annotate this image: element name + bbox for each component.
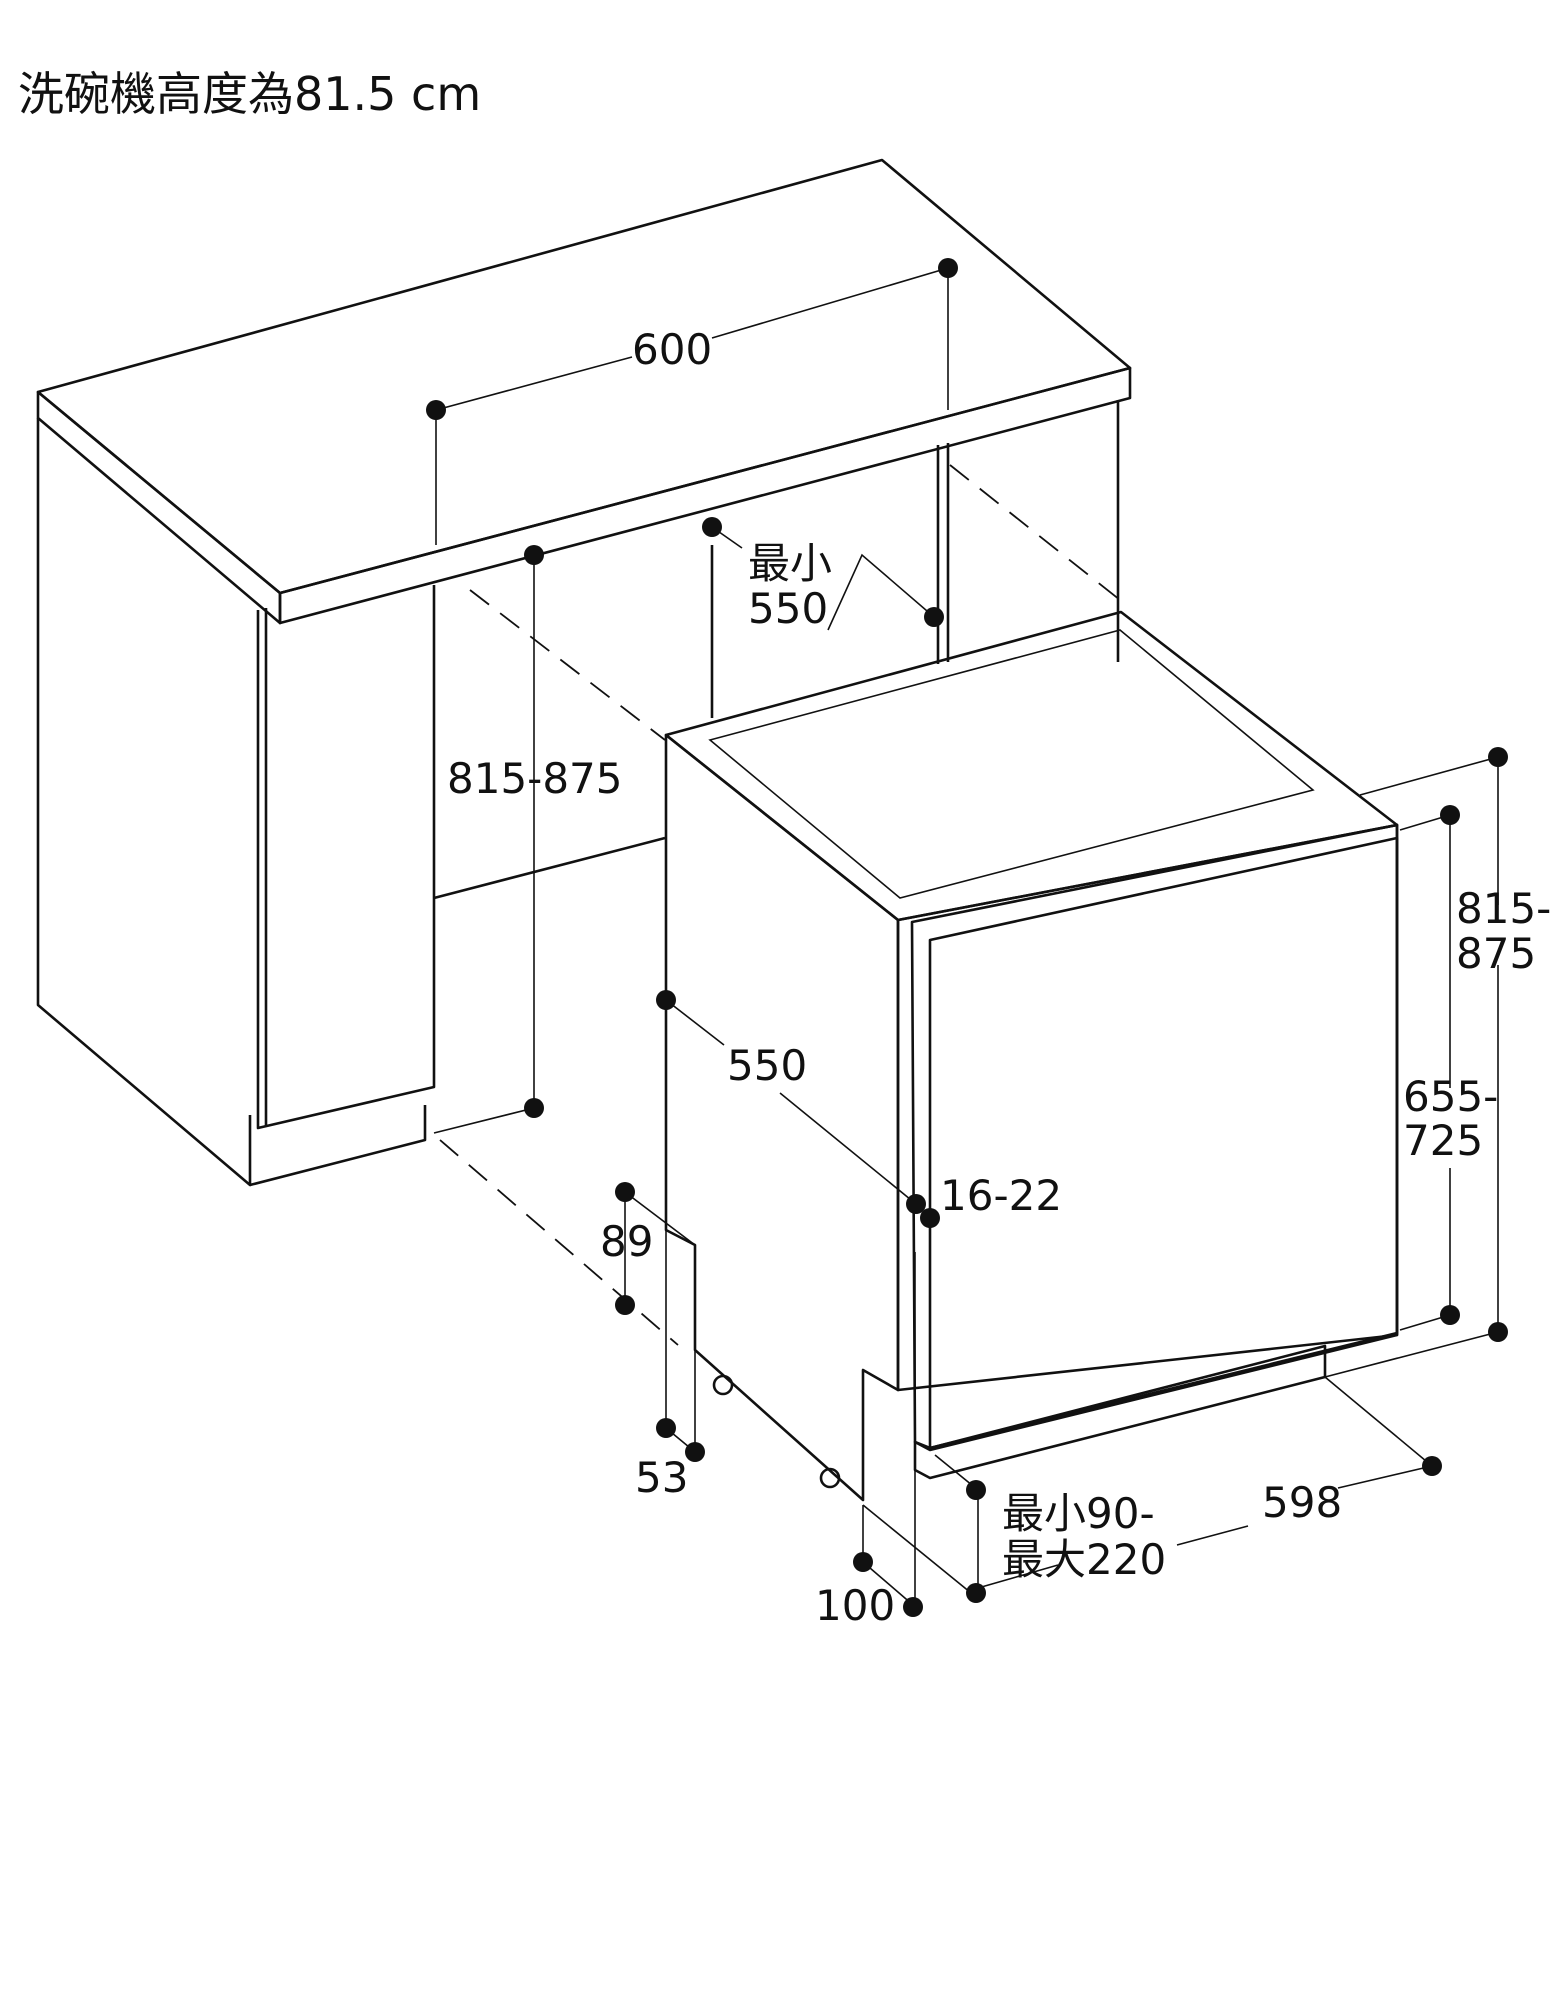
label-door-height-1: 655- (1403, 1072, 1498, 1121)
counter-cabinet (36, 158, 1132, 1346)
dim-dot (966, 1480, 986, 1500)
dim-dot (1422, 1456, 1442, 1476)
label-niche-height: 815-875 (447, 754, 623, 803)
dim-dot (656, 1418, 676, 1438)
label-plinth-max: 最大220 (1002, 1535, 1166, 1584)
dim-dot (702, 517, 722, 537)
dimension-dots (426, 258, 1508, 1617)
dim-dot (920, 1208, 940, 1228)
dim-dot (938, 258, 958, 278)
label-toe-depth: 53 (635, 1453, 688, 1502)
page-title: 洗碗機高度為81.5 cm (18, 67, 482, 121)
label-appliance-depth: 550 (727, 1041, 807, 1090)
label-counter-width: 600 (632, 325, 712, 374)
dim-dot (1488, 1322, 1508, 1342)
dishwasher (664, 610, 1399, 1502)
dim-dot (1488, 747, 1508, 767)
label-door-height-2: 725 (1403, 1116, 1483, 1165)
label-plinth-min: 最小90- (1002, 1489, 1155, 1538)
dim-dot (903, 1597, 923, 1617)
dim-dot (906, 1194, 926, 1214)
label-foot-offset: 100 (815, 1581, 895, 1630)
label-door-gap: 16-22 (940, 1171, 1062, 1220)
dim-dot (1440, 805, 1460, 825)
dim-dot (615, 1182, 635, 1202)
label-niche-depth: 550 (748, 584, 828, 633)
dim-dot (924, 607, 944, 627)
dim-dot (966, 1583, 986, 1603)
label-appliance-width: 598 (1262, 1478, 1342, 1527)
dimension-lines (433, 267, 1499, 1608)
dim-dot (524, 545, 544, 565)
label-niche-depth-min: 最小 (748, 539, 832, 588)
dim-dot (524, 1098, 544, 1118)
dim-dot (853, 1552, 873, 1572)
dimension-labels: 600 最小 550 815-875 550 16-22 89 53 100 最… (447, 325, 1550, 1630)
label-total-height-1: 815- (1456, 884, 1550, 933)
dim-dot (426, 400, 446, 420)
dim-dot (685, 1442, 705, 1462)
dim-dot (615, 1295, 635, 1315)
dim-dot (656, 990, 676, 1010)
label-toe-height: 89 (600, 1217, 653, 1266)
dim-dot (1440, 1305, 1460, 1325)
label-total-height-2: 875 (1456, 929, 1536, 978)
